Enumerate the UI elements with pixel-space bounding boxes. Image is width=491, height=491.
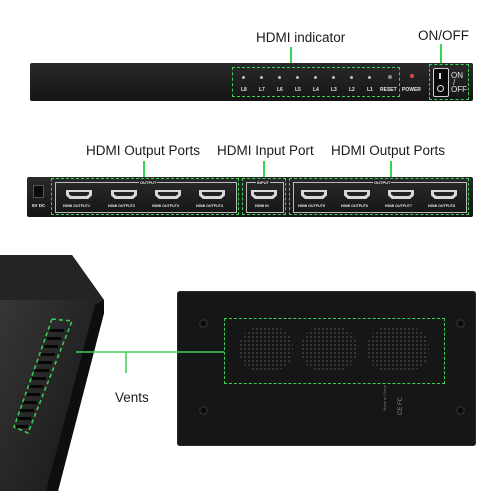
port-label-output3: HDMI OUTPUT3: [152, 204, 179, 208]
hdmi-output-ports-left-callout: HDMI Output Ports: [86, 143, 201, 158]
hdmi-input-port-callout: HDMI Input Port: [217, 143, 314, 158]
side-view-device: [0, 255, 104, 491]
front-panel: L8 L7 L6 L5 L4 L3 L2 L1 RESET POWER ON /…: [30, 63, 473, 101]
hdmi-output-port-4: [199, 190, 225, 199]
led-label-l3: L3: [331, 87, 337, 93]
port-label-input: HDMI IN: [255, 204, 269, 208]
switch-slash: /: [453, 78, 456, 87]
led-1: [368, 76, 371, 79]
right-output-highlight: [289, 178, 469, 215]
led-label-l4: L4: [313, 87, 319, 93]
led-7: [260, 76, 263, 79]
power-switch[interactable]: [433, 68, 449, 97]
port-label-output7: HDMI OUTPUT7: [385, 204, 412, 208]
hdmi-output-port-2: [111, 190, 137, 199]
port-label-output4: HDMI OUTPUT4: [196, 204, 223, 208]
screw-bottom-left: [199, 406, 208, 415]
switch-off-label: OFF: [451, 85, 467, 94]
screw-top-right: [456, 319, 465, 328]
led-label-l7: L7: [259, 87, 265, 93]
switch-on-label: ON: [451, 71, 463, 80]
screw-top-left: [199, 319, 208, 328]
led-label-l5: L5: [295, 87, 301, 93]
led-label-l2: L2: [349, 87, 355, 93]
bottom-panel: CE FC Made in China: [177, 291, 476, 446]
input-group-label: INPUT: [256, 180, 270, 185]
hdmi-output-port-6: [344, 190, 370, 199]
led-label-l1: L1: [367, 87, 373, 93]
dc-label: 5V DC: [32, 203, 46, 208]
left-output-group-label: OUTPUT: [139, 180, 158, 185]
led-2: [350, 76, 353, 79]
vent-grille-1: [239, 327, 293, 371]
right-ports-pointer: [390, 161, 392, 180]
reset-button[interactable]: [388, 75, 392, 79]
input-port-pointer: [263, 161, 265, 180]
led-4: [314, 76, 317, 79]
hdmi-output-port-7: [388, 190, 414, 199]
vent-grille-2: [301, 327, 357, 371]
port-label-output8: HDMI OUTPUT8: [428, 204, 455, 208]
led-6: [278, 76, 281, 79]
led-8: [242, 76, 245, 79]
reset-label: RESET: [380, 87, 397, 93]
hdmi-output-port-3: [155, 190, 181, 199]
screw-bottom-right: [456, 406, 465, 415]
port-label-output2: HDMI OUTPUT2: [108, 204, 135, 208]
vent-grille-3: [367, 327, 429, 371]
indicator-highlight: [232, 67, 400, 97]
led-label-l6: L6: [277, 87, 283, 93]
hdmi-output-port-1: [66, 190, 92, 199]
power-label: POWER: [402, 87, 421, 93]
port-label-output1: HDMI OUTPUT1: [63, 204, 90, 208]
led-3: [332, 76, 335, 79]
hdmi-output-ports-right-callout: HDMI Output Ports: [331, 143, 446, 158]
side-vent-slots: [14, 329, 64, 428]
left-output-highlight: [51, 178, 239, 215]
led-label-l8: L8: [241, 87, 247, 93]
switch-pointer: [440, 44, 442, 64]
right-output-group-label: OUTPUT: [373, 180, 392, 185]
power-led: [410, 74, 414, 78]
port-label-output5: HDMI OUTPUT5: [298, 204, 325, 208]
bottom-vent-highlight: [224, 318, 445, 384]
indicator-pointer: [290, 47, 292, 66]
back-panel: 5V DC OUTPUT HDMI OUTPUT1 HDMI OUTPUT2 H…: [27, 177, 473, 217]
led-5: [296, 76, 299, 79]
input-highlight: [242, 178, 286, 215]
hdmi-input-port: [251, 190, 277, 199]
on-off-callout: ON/OFF: [418, 28, 469, 43]
vents-callout: Vents: [115, 390, 149, 405]
switch-highlight: [429, 64, 469, 100]
hdmi-indicator-callout: HDMI indicator: [256, 30, 346, 45]
left-ports-pointer: [143, 161, 145, 180]
dc-jack: [33, 185, 44, 198]
port-label-output6: HDMI OUTPUT6: [341, 204, 368, 208]
hdmi-output-port-8: [431, 190, 457, 199]
hdmi-output-port-5: [301, 190, 327, 199]
